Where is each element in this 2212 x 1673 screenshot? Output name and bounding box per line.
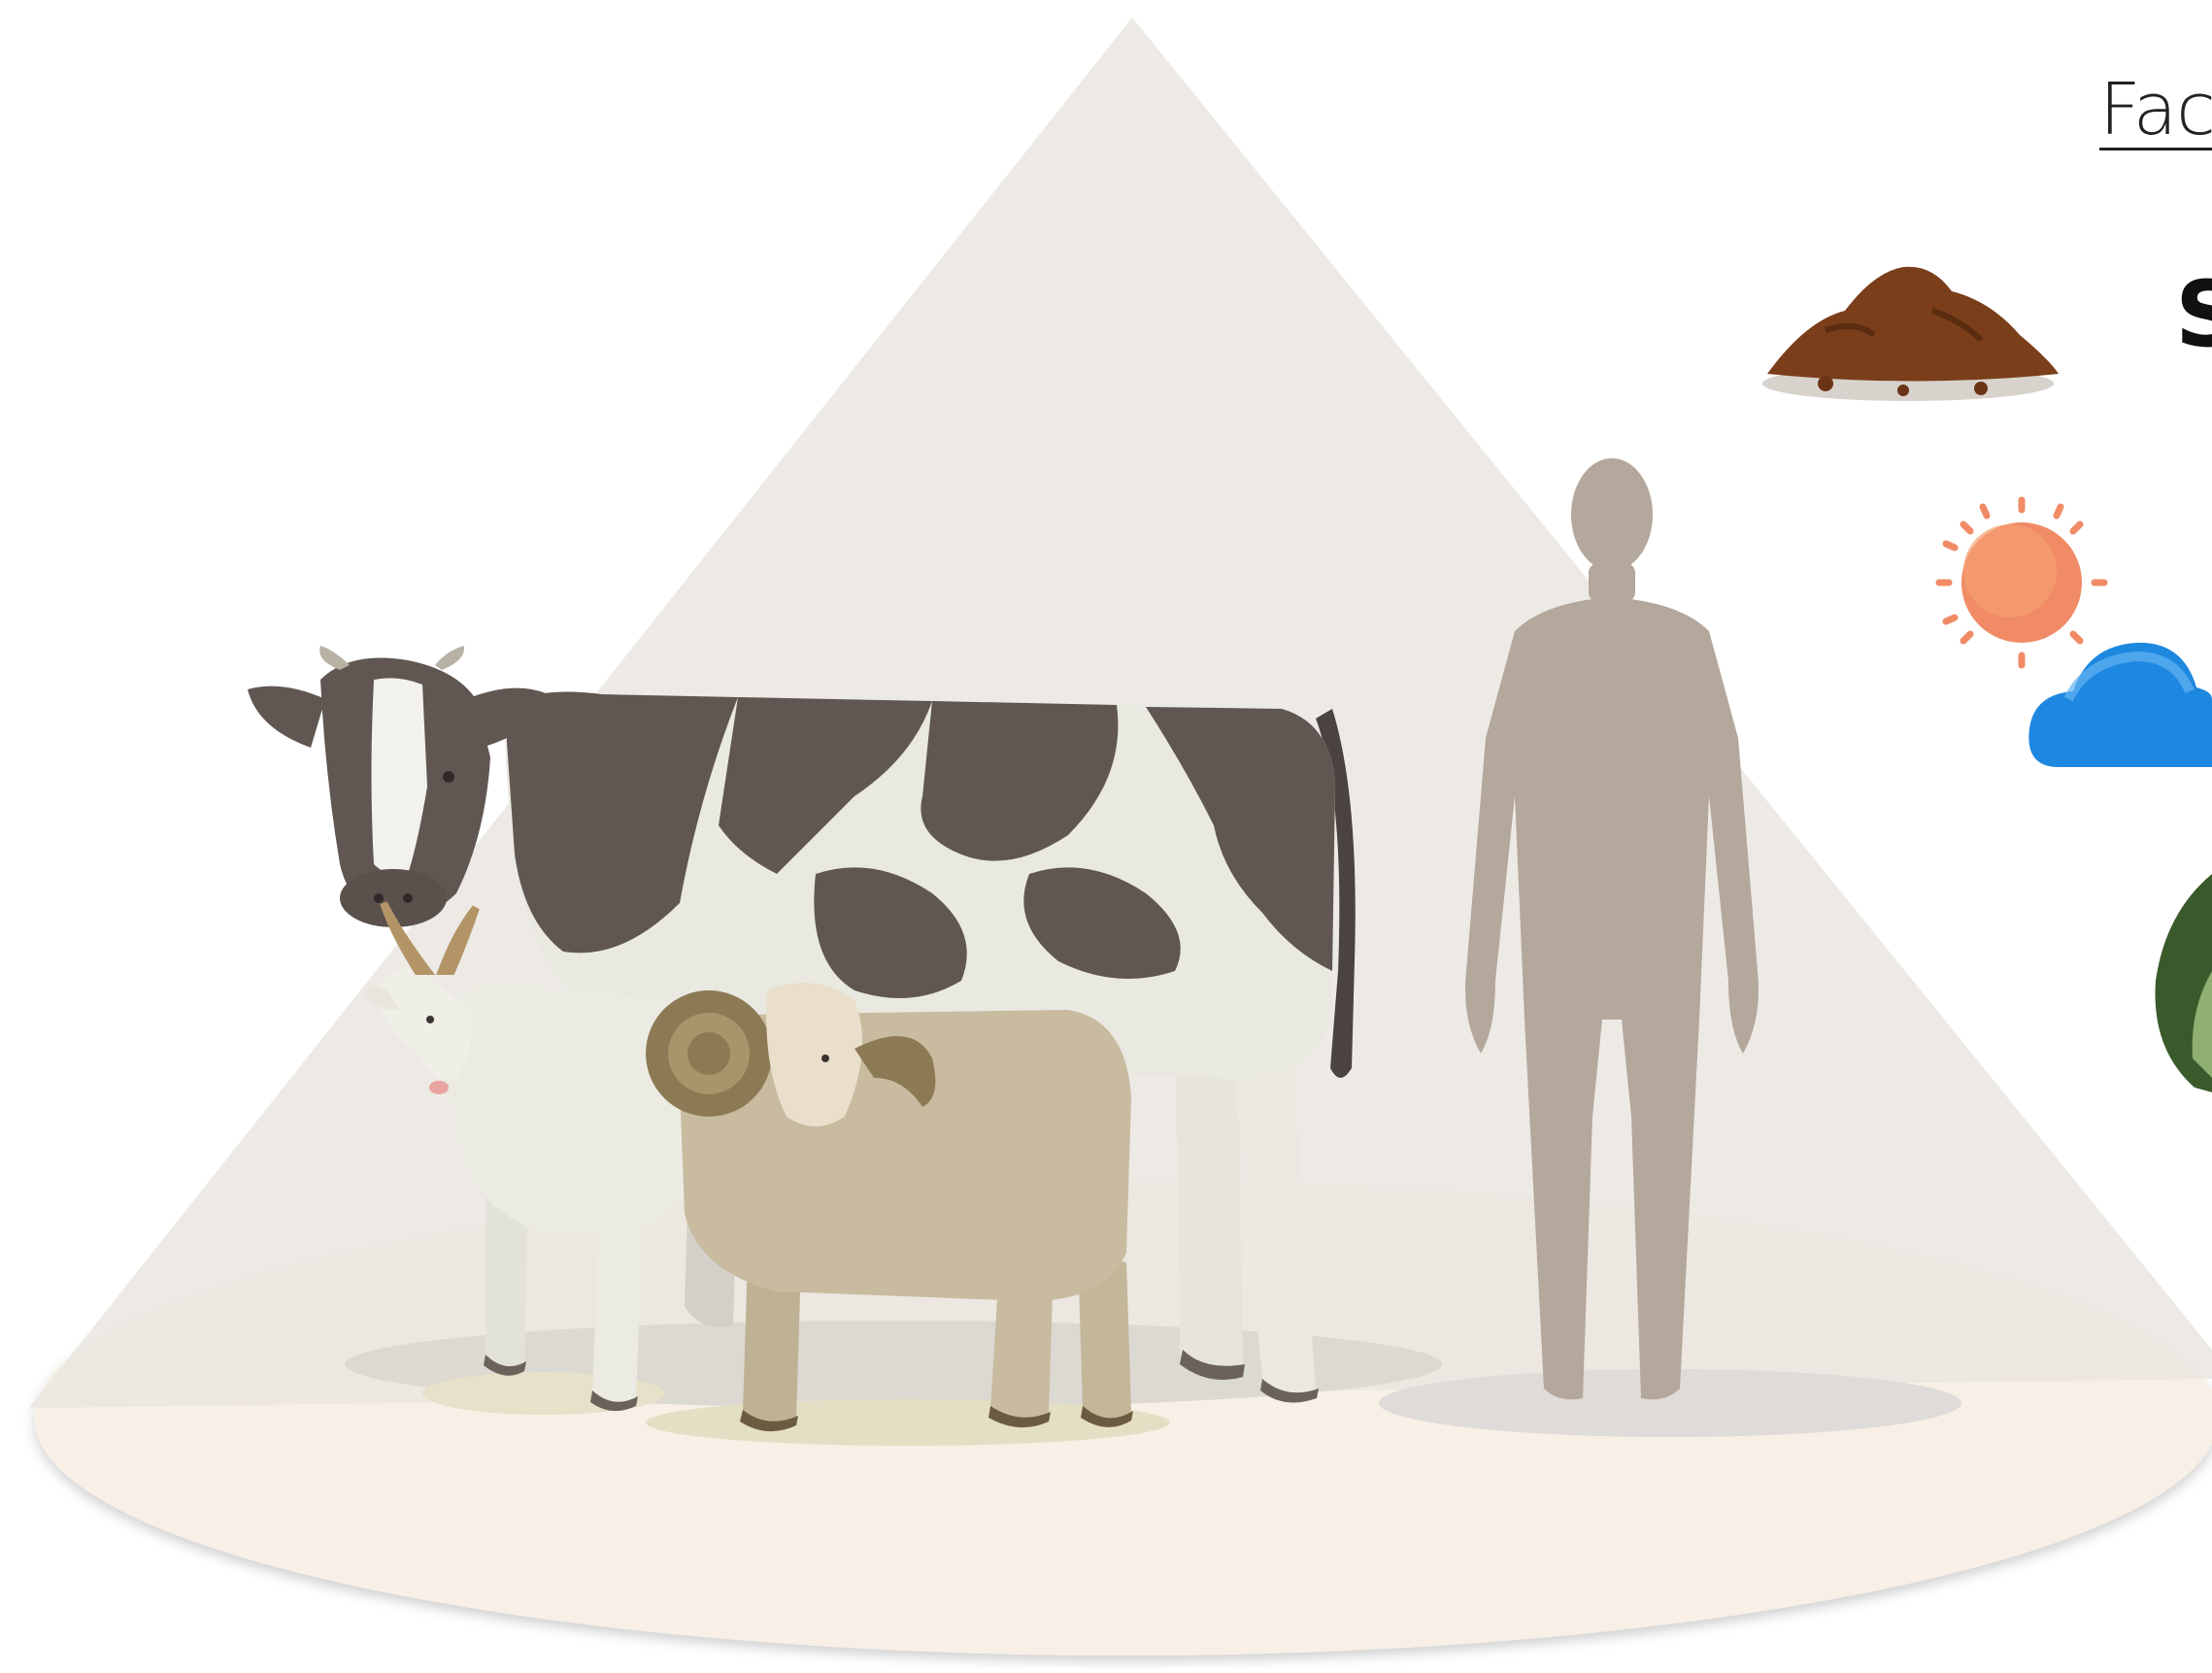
soil-pile-icon [1762,267,2059,401]
section-label: S [2175,262,2212,368]
sun-icon [1939,500,2104,665]
factors-heading: Fac [2099,68,2212,151]
plant-leaf-icon [2156,874,2212,1092]
cloud-icon [2028,643,2212,767]
